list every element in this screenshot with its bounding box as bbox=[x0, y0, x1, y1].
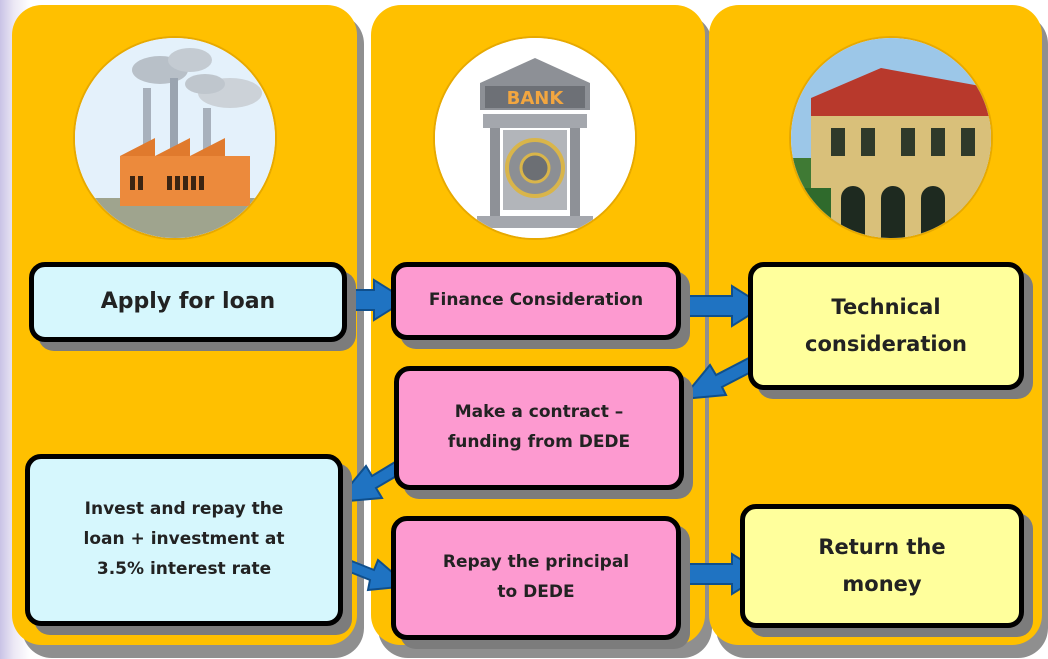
step-technical-consideration: Technical consideration bbox=[748, 262, 1024, 390]
factory-illustration bbox=[75, 38, 275, 238]
bank-illustration: BANK bbox=[435, 38, 635, 238]
step-label: Repay the principal to DEDE bbox=[442, 552, 630, 602]
step-repay-principal: Repay the principal to DEDE bbox=[391, 516, 681, 640]
step-apply-for-loan: Apply for loan bbox=[29, 262, 347, 342]
step-label: Technical consideration bbox=[805, 295, 967, 356]
government-building-icon bbox=[791, 38, 991, 238]
government-illustration bbox=[791, 38, 991, 238]
factory-icon bbox=[75, 38, 275, 238]
bank-sign-text: BANK bbox=[507, 88, 565, 109]
step-make-contract: Make a contract – funding from DEDE bbox=[394, 366, 684, 490]
step-label: Invest and repay the loan + investment a… bbox=[83, 499, 285, 579]
step-invest-and-repay: Invest and repay the loan + investment a… bbox=[25, 454, 343, 626]
step-label: Make a contract – funding from DEDE bbox=[447, 402, 631, 452]
step-label: Finance Consideration bbox=[428, 290, 644, 311]
bank-vault-icon: BANK bbox=[435, 38, 635, 238]
step-label: Apply for loan bbox=[100, 288, 276, 314]
step-return-money: Return the money bbox=[740, 504, 1024, 628]
step-finance-consideration: Finance Consideration bbox=[391, 262, 681, 340]
step-label: Return the money bbox=[818, 535, 946, 596]
